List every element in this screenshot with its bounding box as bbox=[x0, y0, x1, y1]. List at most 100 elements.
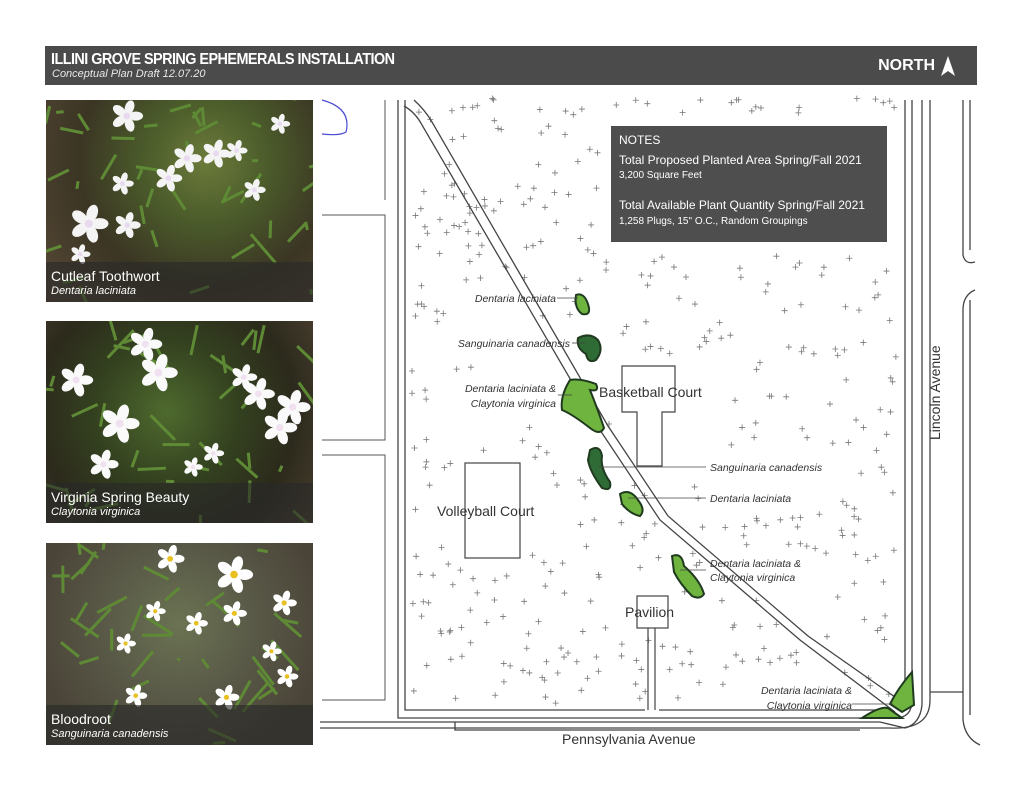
tree-marker bbox=[695, 495, 702, 502]
tree-marker bbox=[693, 562, 700, 569]
leaf bbox=[46, 105, 52, 124]
tree-marker bbox=[465, 242, 472, 249]
tree-marker bbox=[632, 97, 639, 104]
tree-marker bbox=[584, 246, 591, 253]
tree-marker bbox=[743, 541, 750, 548]
tree-marker bbox=[539, 674, 546, 681]
tree-marker bbox=[423, 396, 430, 403]
tree-marker bbox=[595, 571, 602, 578]
tree-marker bbox=[718, 335, 725, 342]
tree-marker bbox=[465, 228, 472, 235]
tree-marker bbox=[846, 255, 853, 262]
leaf bbox=[46, 244, 62, 253]
label-bed-1: Dentaria laciniata bbox=[475, 293, 556, 305]
tree-marker bbox=[566, 311, 573, 318]
leaf bbox=[301, 181, 313, 193]
flower bbox=[223, 601, 247, 626]
tree-marker bbox=[577, 521, 584, 528]
tree-marker bbox=[550, 470, 557, 477]
tree-marker bbox=[829, 440, 836, 447]
tree-marker bbox=[800, 344, 807, 351]
tree-marker bbox=[447, 627, 454, 634]
flower bbox=[90, 449, 119, 479]
leaf bbox=[210, 598, 228, 615]
tree-marker bbox=[773, 253, 780, 260]
flower bbox=[204, 442, 225, 464]
tree-marker bbox=[781, 307, 788, 314]
flower bbox=[277, 665, 299, 688]
tree-marker bbox=[500, 678, 507, 685]
tree-marker bbox=[853, 416, 860, 423]
tree-marker bbox=[415, 243, 422, 250]
label-bed-7a: Dentaria laciniata & bbox=[761, 685, 852, 697]
tree-marker bbox=[666, 350, 673, 357]
tree-marker bbox=[541, 677, 548, 684]
tree-marker bbox=[838, 527, 845, 534]
tree-marker bbox=[500, 660, 507, 667]
tree-marker bbox=[463, 276, 470, 283]
tree-marker bbox=[818, 272, 825, 279]
label-bed-5: Dentaria laciniata bbox=[710, 493, 791, 505]
north-label: NORTH bbox=[878, 57, 935, 74]
tree-marker bbox=[728, 441, 735, 448]
leaf bbox=[277, 465, 284, 473]
photo-caption: Bloodroot Sanguinaria canadensis bbox=[46, 705, 313, 745]
tree-marker bbox=[741, 523, 748, 530]
notes-line-1: Total Proposed Planted Area Spring/Fall … bbox=[619, 153, 862, 167]
tree-marker bbox=[576, 277, 583, 284]
tree-marker bbox=[445, 561, 452, 568]
tree-marker bbox=[412, 212, 419, 219]
leaf bbox=[139, 205, 146, 225]
notes-line-2-detail: 1,258 Plugs, 15" O.C., Random Groupings bbox=[619, 216, 808, 227]
tree-marker bbox=[804, 434, 811, 441]
tree-marker bbox=[480, 447, 487, 454]
tree-marker bbox=[843, 502, 850, 509]
tree-marker bbox=[740, 532, 747, 539]
tree-marker bbox=[773, 621, 780, 628]
leaf bbox=[256, 324, 266, 354]
tree-marker bbox=[623, 323, 630, 330]
tree-marker bbox=[526, 669, 533, 676]
volleyball-court-label: Volleyball Court bbox=[437, 503, 534, 519]
flower bbox=[273, 590, 297, 616]
tree-marker bbox=[732, 397, 739, 404]
tree-marker bbox=[409, 600, 416, 607]
tree-marker bbox=[467, 639, 474, 646]
tree-marker bbox=[853, 95, 860, 102]
tree-marker bbox=[733, 651, 740, 658]
tree-marker bbox=[824, 633, 831, 640]
tree-marker bbox=[542, 204, 549, 211]
tree-marker bbox=[456, 223, 463, 230]
tree-marker bbox=[451, 222, 458, 229]
tree-marker bbox=[875, 291, 882, 298]
bed-sanguinaria-2 bbox=[586, 447, 612, 491]
tree-marker bbox=[887, 408, 894, 415]
tree-marker bbox=[691, 483, 698, 490]
tree-marker bbox=[587, 598, 594, 605]
tree-marker bbox=[855, 516, 862, 523]
tree-marker bbox=[423, 662, 430, 669]
tree-marker bbox=[739, 658, 746, 665]
tree-marker bbox=[851, 513, 858, 520]
tree-marker bbox=[679, 660, 686, 667]
tree-marker bbox=[757, 104, 764, 111]
flower bbox=[130, 327, 163, 361]
leaf bbox=[130, 449, 140, 468]
tree-marker bbox=[755, 656, 762, 663]
tree-marker bbox=[618, 519, 625, 526]
leaf bbox=[137, 466, 166, 471]
tree-marker bbox=[535, 618, 542, 625]
leaf bbox=[249, 233, 277, 264]
tree-marker bbox=[718, 597, 725, 604]
tree-marker bbox=[450, 193, 457, 200]
tree-marker bbox=[672, 644, 679, 651]
tree-marker bbox=[565, 191, 572, 198]
tree-marker bbox=[633, 657, 640, 664]
tree-marker bbox=[731, 621, 738, 628]
tree-marker bbox=[851, 531, 858, 538]
notes-box: NOTES Total Proposed Planted Area Spring… bbox=[611, 126, 887, 242]
leaf bbox=[111, 136, 135, 141]
tree-marker bbox=[540, 559, 547, 566]
leaf bbox=[142, 565, 170, 581]
flower bbox=[215, 684, 240, 710]
